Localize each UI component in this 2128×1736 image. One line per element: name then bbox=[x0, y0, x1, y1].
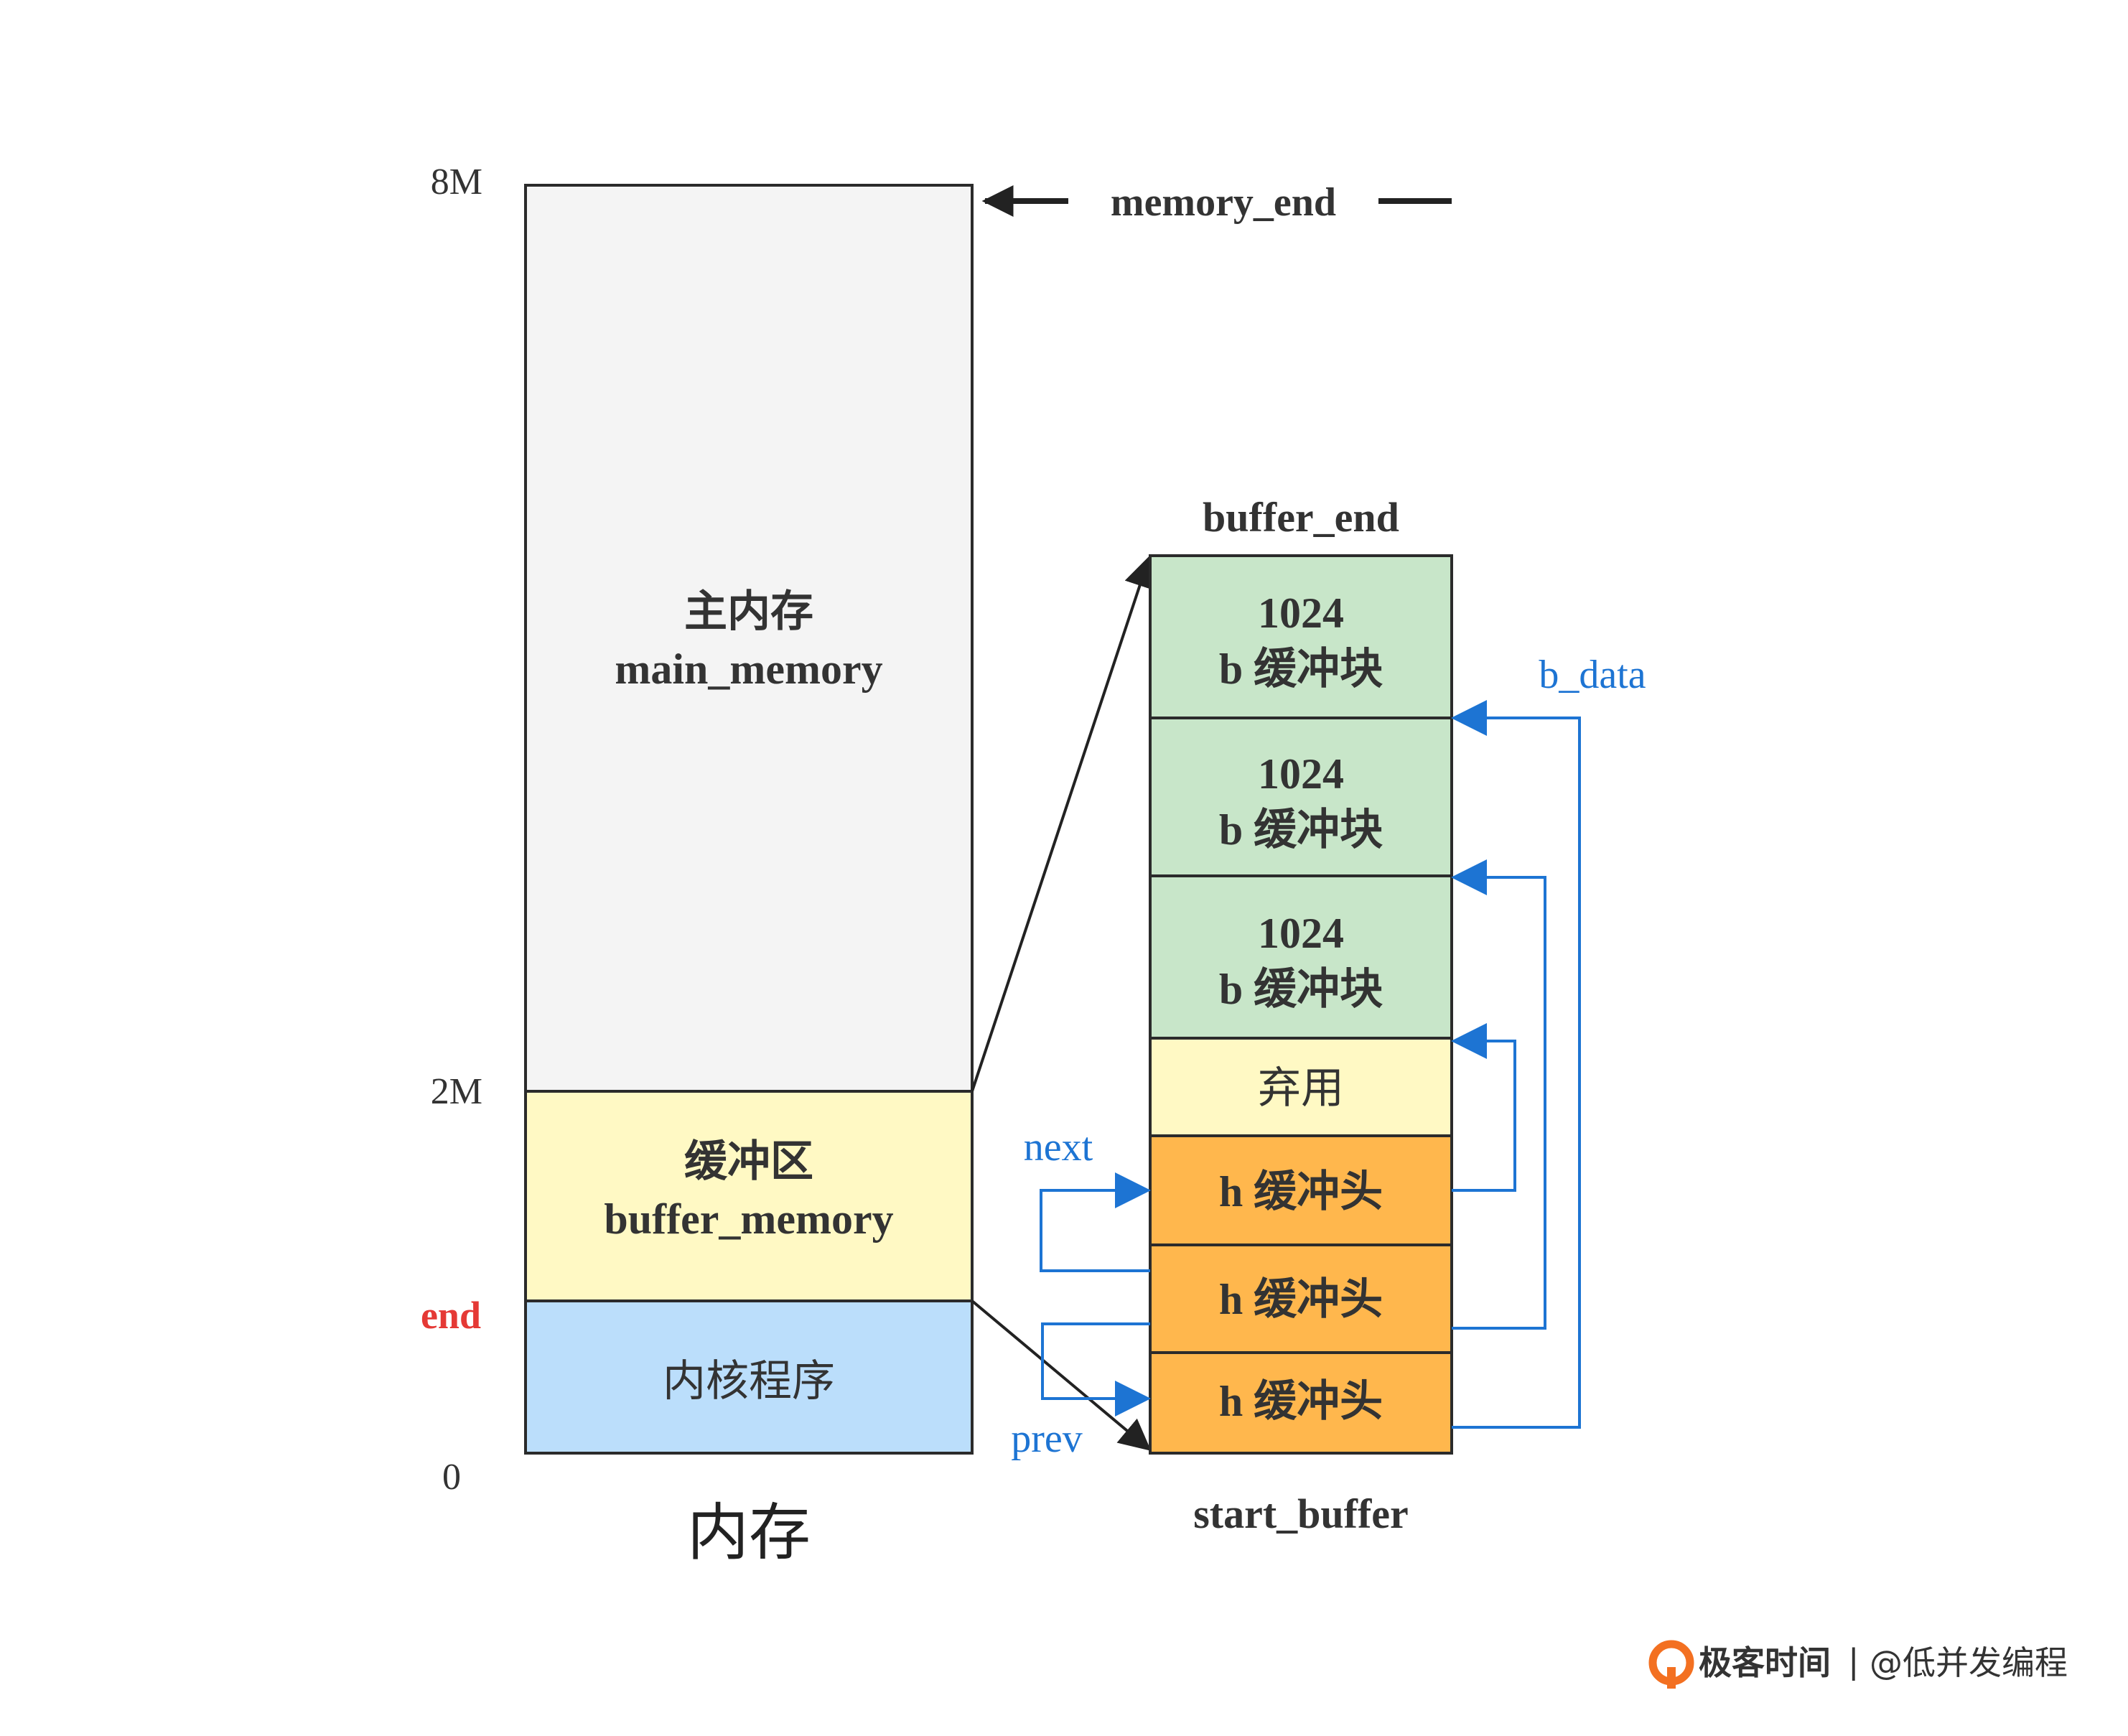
watermark: 极客时间 | @低并发编程 bbox=[1648, 1640, 2068, 1689]
memory-caption: 内存 bbox=[687, 1498, 811, 1567]
link-arrows bbox=[1040, 700, 1581, 1429]
buffer-column: buffer_end 1024 b 缓冲块 1024 b 缓冲块 1024 b … bbox=[1149, 494, 1453, 1537]
next-arrow bbox=[1040, 1172, 1151, 1272]
memory-end-label: memory_end bbox=[1111, 180, 1336, 225]
buffer-block-2 bbox=[1149, 717, 1453, 877]
buffer-block-1-size: 1024 bbox=[1258, 589, 1344, 637]
buffer-block-3-label: b 缓冲块 bbox=[1219, 966, 1383, 1013]
main-memory-label-en: main_memory bbox=[615, 645, 882, 693]
main-memory-region bbox=[524, 184, 974, 1093]
b-data-label: b_data bbox=[1539, 653, 1646, 697]
b-data-arrow-head1 bbox=[1451, 1023, 1516, 1192]
tick-8m: 8M bbox=[431, 162, 482, 202]
buffer-head-3-label: h 缓冲头 bbox=[1219, 1378, 1383, 1425]
start-buffer-label: start_buffer bbox=[1193, 1490, 1409, 1537]
zoom-line-top bbox=[971, 555, 1155, 1092]
waste-label: 弃用 bbox=[1258, 1065, 1344, 1112]
buffer-block-2-size: 1024 bbox=[1258, 750, 1344, 798]
memory-column: 主内存 main_memory 缓冲区 buffer_memory 内核程序 8… bbox=[421, 162, 974, 1567]
buffer-block-1-label: b 缓冲块 bbox=[1219, 645, 1383, 693]
kernel-program-label: 内核程序 bbox=[663, 1358, 835, 1405]
b-data-arrow-head3 bbox=[1451, 700, 1581, 1429]
buffer-head-2-label: h 缓冲头 bbox=[1219, 1276, 1383, 1323]
main-memory-label-cn: 主内存 bbox=[684, 588, 813, 635]
buffer-memory-label-cn: 缓冲区 bbox=[684, 1138, 813, 1185]
brand-name: 极客时间 bbox=[1699, 1643, 1831, 1682]
zoom-line-bottom bbox=[971, 1299, 1152, 1451]
next-label: next bbox=[1024, 1125, 1093, 1170]
memory-end-pointer: memory_end bbox=[981, 180, 1452, 225]
buffer-block-3 bbox=[1149, 874, 1453, 1040]
buffer-head-1-label: h 缓冲头 bbox=[1219, 1168, 1383, 1215]
buffer-block-2-label: b 缓冲块 bbox=[1219, 806, 1383, 854]
kernel-program-region bbox=[524, 1299, 974, 1455]
buffer-end-label: buffer_end bbox=[1203, 494, 1399, 541]
brand-logo-icon bbox=[1648, 1640, 1694, 1689]
buffer-block-3-size: 1024 bbox=[1258, 910, 1344, 957]
b-data-arrow-head2 bbox=[1451, 859, 1546, 1330]
watermark-separator: | bbox=[1848, 1642, 1859, 1681]
prev-label: prev bbox=[1011, 1417, 1083, 1461]
buffer-memory-label-en: buffer_memory bbox=[604, 1195, 893, 1243]
buffer-memory-region bbox=[524, 1090, 974, 1302]
prev-arrow bbox=[1041, 1322, 1151, 1417]
buffer-head-3 bbox=[1149, 1351, 1453, 1455]
end-label: end bbox=[421, 1294, 481, 1337]
tick-0: 0 bbox=[442, 1457, 461, 1498]
buffer-block-1 bbox=[1149, 554, 1453, 719]
tick-2m: 2M bbox=[431, 1071, 482, 1112]
author-handle: @低并发编程 bbox=[1870, 1643, 2068, 1682]
